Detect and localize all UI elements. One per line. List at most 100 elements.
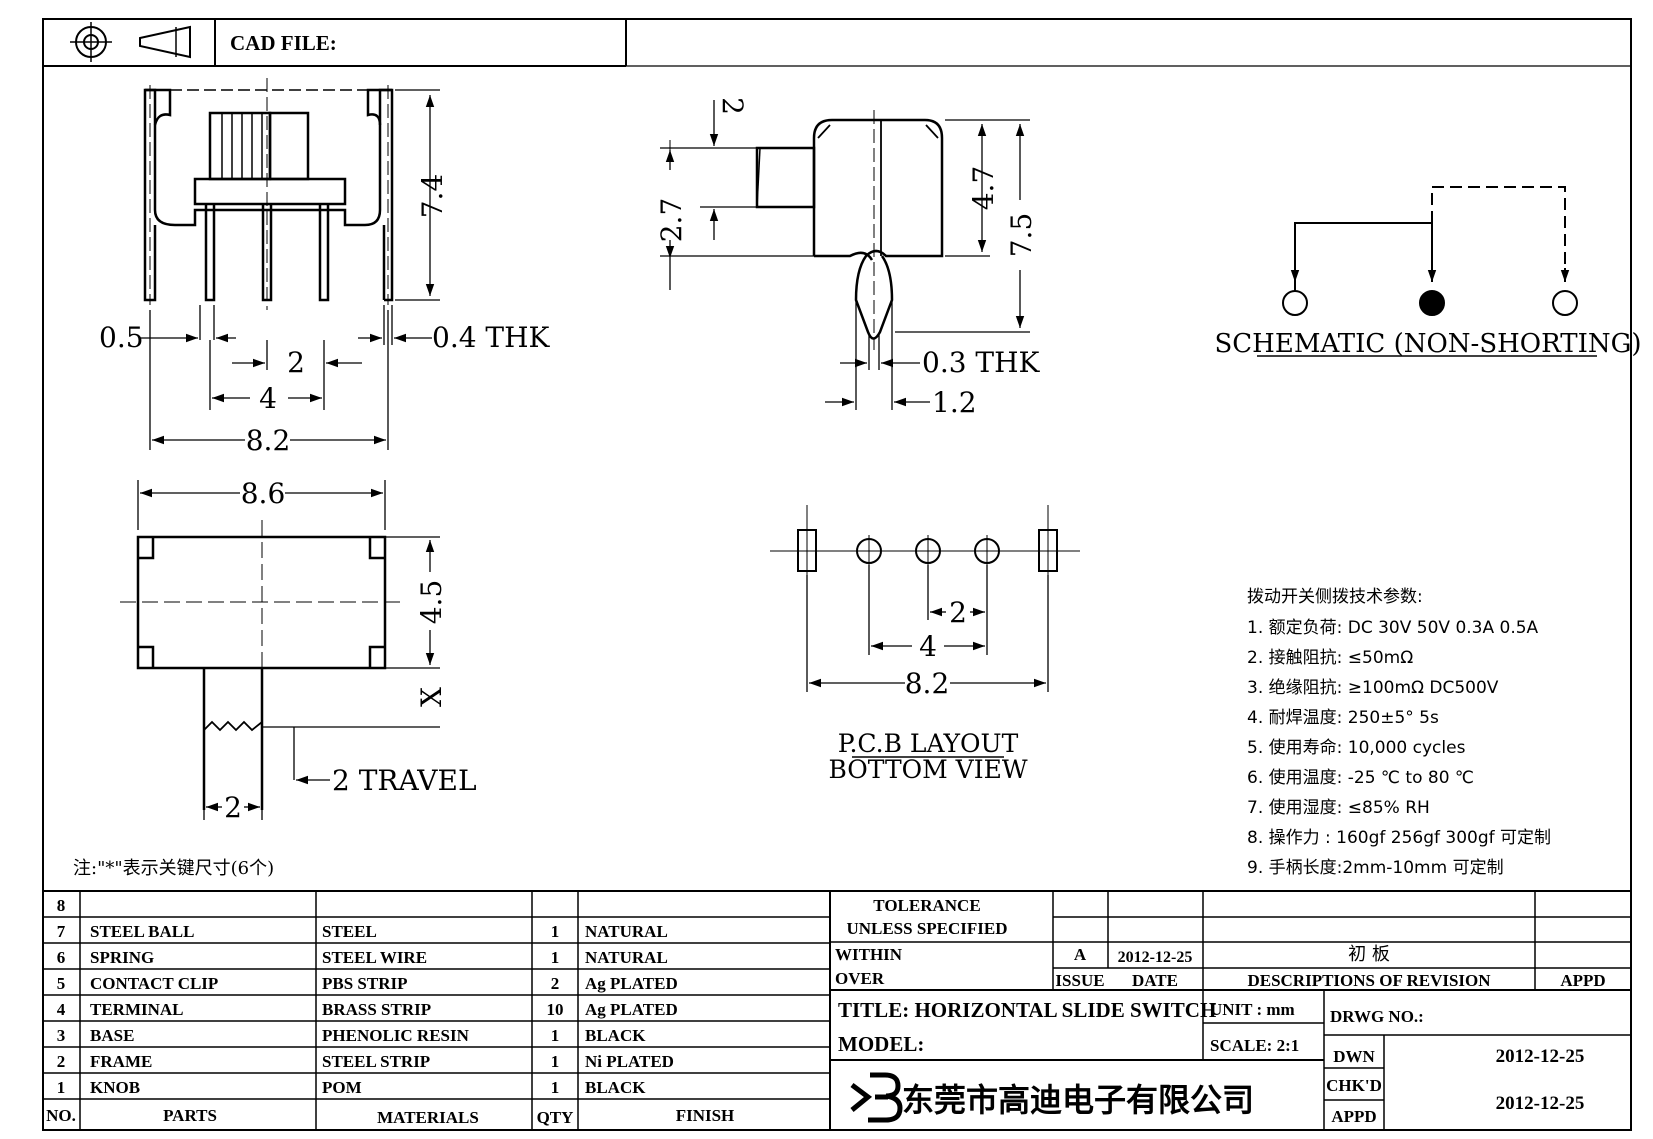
front-view-dims: [140, 89, 440, 450]
pcb-layout-caption: P.C.B LAYOUT BOTTOM VIEW: [828, 729, 1027, 784]
drawn-date: 2012-12-25: [1496, 1046, 1585, 1067]
bom-row: 6 SPRING STEEL WIRE 1 NATURAL: [57, 948, 668, 967]
checked-date: 2012-12-25: [1496, 1093, 1585, 1114]
dim-8-6: 8.6: [241, 477, 286, 510]
spec-item: 7. 使用湿度: ≤85% RH: [1247, 797, 1430, 818]
bom-part: CONTACT CLIP: [90, 974, 218, 993]
schematic: [1257, 186, 1597, 357]
cad-file-label: CAD FILE:: [230, 31, 337, 55]
bom-material: STEEL STRIP: [322, 1052, 430, 1071]
bom-part: BASE: [90, 1026, 134, 1045]
top-view: [120, 520, 405, 810]
bom-finish: BLACK: [585, 1078, 646, 1097]
descriptions-of-revision-label: DESCRIPTIONS OF REVISION: [1247, 971, 1491, 990]
bom-material: PHENOLIC RESIN: [322, 1026, 470, 1045]
dim-2-bottom: 2: [224, 791, 242, 824]
dim-0-5: 0.5: [99, 321, 144, 354]
bom-no: 1: [57, 1078, 66, 1097]
bom-no: 5: [57, 974, 66, 993]
spec-item: 6. 使用温度: -25 ℃ to 80 ℃: [1247, 767, 1474, 788]
pcb-layout-title: P.C.B LAYOUT: [838, 729, 1019, 758]
bom-material: STEEL WIRE: [322, 948, 427, 967]
issue-label: ISSUE: [1055, 971, 1104, 990]
bom-material: PBS STRIP: [322, 974, 408, 993]
bom-part: FRAME: [90, 1052, 152, 1071]
unless-specified-label: UNLESS SPECIFIED: [846, 919, 1007, 938]
title-block-grid: [43, 890, 1631, 1130]
dim-0-3-thk: 0.3 THK: [922, 346, 1041, 379]
bom-header-materials: MATERIALS: [377, 1108, 479, 1127]
bom-qty: 1: [551, 1078, 560, 1097]
dim-2-front: 2: [287, 346, 305, 379]
dim-2-travel: 2 TRAVEL: [332, 764, 477, 797]
date-label: DATE: [1132, 971, 1178, 990]
company-logo-icon: [850, 1072, 903, 1123]
front-view: [143, 78, 394, 310]
header-box: CAD FILE:: [43, 19, 1631, 67]
within-label: WITHIN: [835, 945, 903, 964]
bom-qty: 1: [551, 1026, 560, 1045]
bom-header-row: NO. PARTS MATERIALS QTY FINISH: [46, 1106, 734, 1127]
dim-7-4: 7.4: [416, 174, 449, 219]
bom-row: 3 BASE PHENOLIC RESIN 1 BLACK: [57, 1026, 646, 1045]
bom-part: STEEL BALL: [90, 922, 194, 941]
spec-item: 3. 绝缘阻抗: ≥100mΩ DC500V: [1247, 678, 1499, 698]
bom-finish: Ag PLATED: [585, 974, 678, 993]
bill-of-materials: 8 7 STEEL BALL STEEL 1 NATURAL 6 SPRING …: [46, 896, 734, 1127]
dim-pcb-4: 4: [919, 630, 937, 663]
dim-1-2: 1.2: [932, 386, 977, 419]
bom-no: 8: [57, 896, 66, 915]
dim-2-top: 2: [716, 97, 749, 115]
bom-header-no: NO.: [46, 1106, 76, 1125]
bom-row: 1 KNOB POM 1 BLACK: [57, 1078, 646, 1097]
bom-row: 5 CONTACT CLIP PBS STRIP 2 Ag PLATED: [57, 974, 678, 993]
bom-row: 2 FRAME STEEL STRIP 1 Ni PLATED: [57, 1052, 674, 1071]
pcb-dim-labels: 2 4 8.2: [905, 596, 967, 700]
bom-qty: 1: [551, 948, 560, 967]
drawing-number-label: DRWG NO.:: [1330, 1007, 1424, 1026]
title-block-text: TOLERANCE UNLESS SPECIFIED WITHIN OVER A…: [835, 896, 1606, 1126]
dim-4-front: 4: [259, 382, 277, 415]
spec-item: 2. 接触阻抗: ≤50mΩ: [1247, 648, 1413, 668]
bom-finish: NATURAL: [585, 922, 668, 941]
spec-item: 4. 耐焊温度: 250±5° 5s: [1247, 708, 1439, 728]
bom-no: 3: [57, 1026, 66, 1045]
scale-label: SCALE: 2:1: [1210, 1036, 1299, 1055]
bom-part: KNOB: [90, 1078, 140, 1097]
side-view: [755, 110, 944, 350]
spec-item: 5. 使用寿命: 10,000 cycles: [1247, 737, 1466, 758]
terminal-open-icon: [1282, 290, 1308, 316]
bom-material: BRASS STRIP: [322, 1000, 431, 1019]
drawing-title: TITLE: HORIZONTAL SLIDE SWITCH: [838, 998, 1216, 1022]
top-view-dim-labels: 8.6 4.5 X 2 TRAVEL 2: [224, 477, 476, 824]
dim-2-7: 2.7: [655, 198, 688, 243]
side-view-dim-labels: 2 2.7 4.7 7.5 0.3 THK 1.2: [655, 97, 1041, 419]
revision-description: 初 板: [1348, 944, 1390, 965]
drawn-label: DWN: [1333, 1047, 1375, 1066]
bom-no: 4: [57, 1000, 66, 1019]
appd-revision-label: APPD: [1560, 971, 1605, 990]
spec-list: 拨动开关侧拨技术参数: 1. 额定负荷: DC 30V 50V 0.3A 0.5…: [1247, 587, 1551, 878]
checked-label: CHK'D: [1326, 1076, 1382, 1095]
tolerance-label: TOLERANCE: [873, 896, 980, 915]
dim-4-7: 4.7: [967, 166, 1000, 211]
top-view-dims: [137, 480, 440, 820]
terminal-common-icon: [1419, 290, 1445, 316]
bom-finish: BLACK: [585, 1026, 646, 1045]
spec-item: 1. 额定负荷: DC 30V 50V 0.3A 0.5A: [1247, 618, 1539, 638]
spec-title: 拨动开关侧拨技术参数:: [1247, 587, 1423, 607]
dim-pcb-8-2: 8.2: [905, 667, 950, 700]
bom-part: TERMINAL: [90, 1000, 184, 1019]
bom-no: 7: [57, 922, 66, 941]
bom-row: 8: [57, 896, 66, 915]
bom-qty: 1: [551, 922, 560, 941]
dim-x: X: [415, 687, 448, 707]
bom-material: POM: [322, 1078, 362, 1097]
bom-qty: 1: [551, 1052, 560, 1071]
model-label: MODEL:: [838, 1032, 924, 1056]
bom-row: 7 STEEL BALL STEEL 1 NATURAL: [57, 922, 668, 941]
dim-0-4-thk: 0.4 THK: [432, 321, 551, 354]
unit-label: UNIT : mm: [1210, 1000, 1295, 1019]
bom-header-parts: PARTS: [163, 1106, 217, 1125]
